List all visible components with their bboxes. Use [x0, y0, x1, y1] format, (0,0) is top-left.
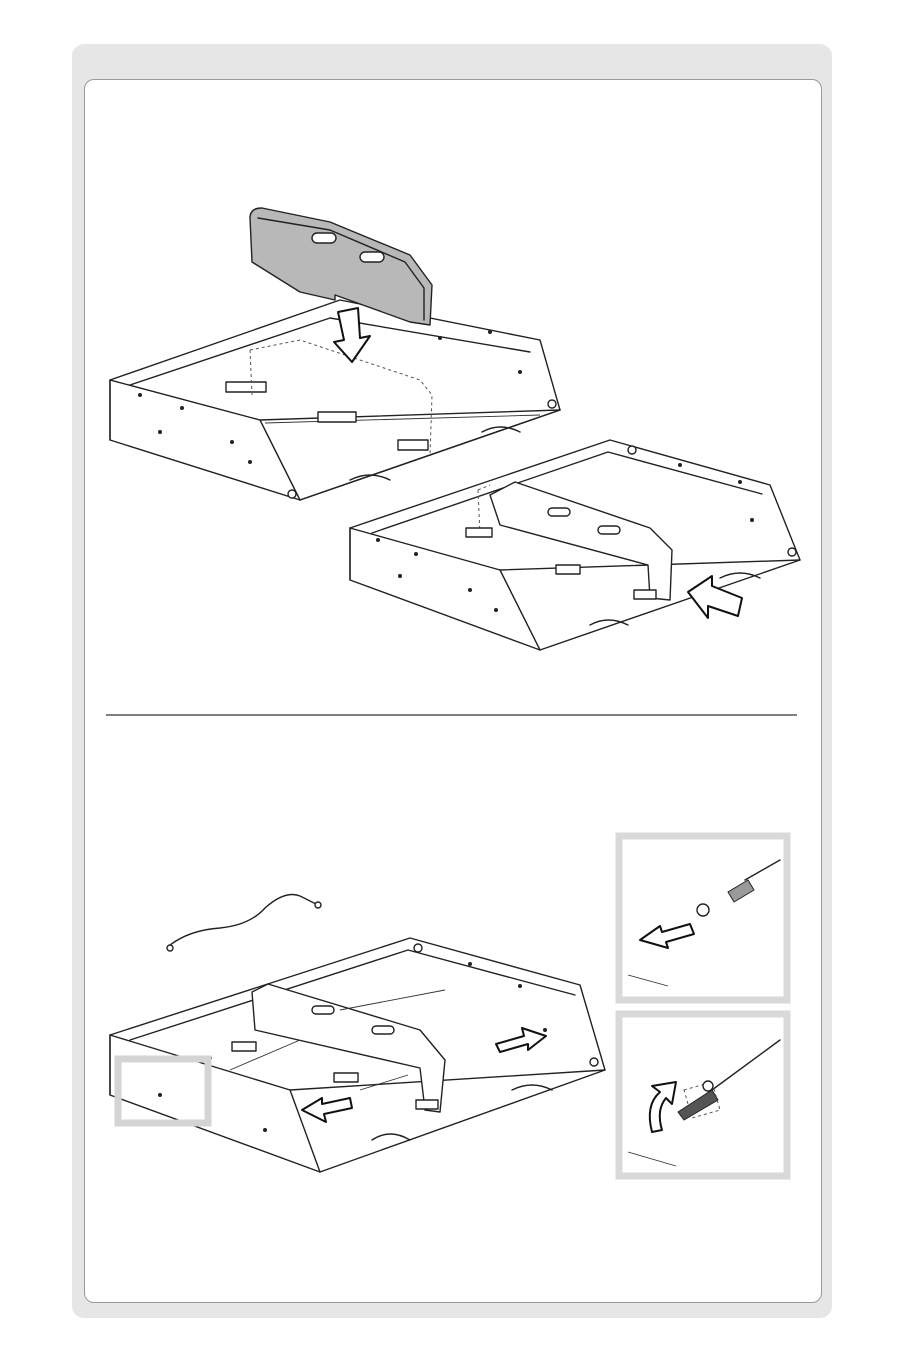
step1-tray-right: [350, 440, 800, 650]
step2-tray: [110, 938, 605, 1172]
inset-push-screw: [619, 836, 787, 1000]
step1-tray-left: [110, 300, 560, 500]
inset-rotate-tool: [619, 1014, 787, 1176]
cable-wire: [167, 895, 321, 952]
